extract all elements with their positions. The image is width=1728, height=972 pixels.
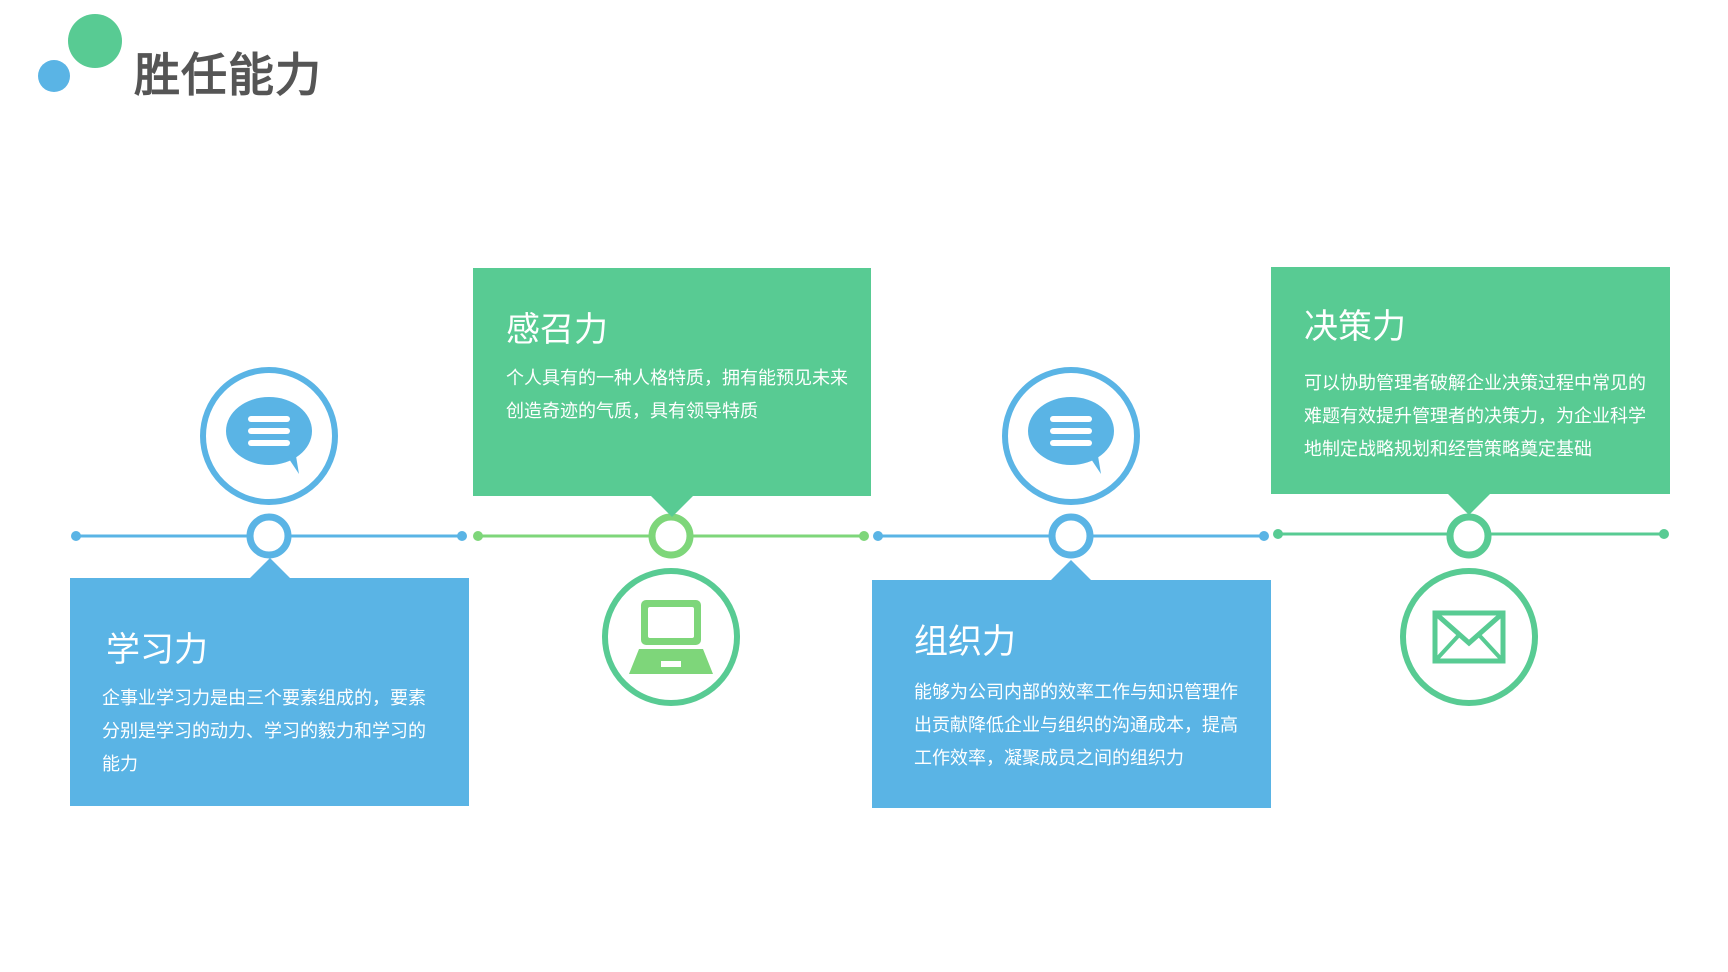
timeline-segment-1 [71, 513, 467, 559]
card-title: 组织力 [914, 622, 1016, 662]
card-pointer [1447, 493, 1491, 515]
timeline-segment-2 [473, 513, 869, 559]
logo-dot-blue [38, 60, 70, 92]
card-learning: 学习力 企事业学习力是由三个要素组成的，要素分别是学习的动力、学习的毅力和学习的… [70, 578, 469, 806]
laptop-icon [602, 568, 740, 706]
card-title: 决策力 [1304, 307, 1406, 347]
card-charisma: 感召力 个人具有的一种人格特质，拥有能预见未来创造奇迹的气质，具有领导特质 [473, 268, 871, 496]
chat-bubble-icon [200, 367, 338, 505]
card-description: 个人具有的一种人格特质，拥有能预见未来创造奇迹的气质，具有领导特质 [506, 368, 848, 422]
timeline-node-1 [246, 513, 292, 559]
timeline-node-4 [1446, 513, 1492, 559]
card-description: 能够为公司内部的效率工作与知识管理作出贡献降低企业与组织的沟通成本，提高工作效率… [914, 682, 1238, 769]
card-pointer [248, 558, 292, 580]
card-decision: 决策力 可以协助管理者破解企业决策过程中常见的难题有效提升管理者的决策力，为企业… [1271, 267, 1670, 494]
card-description: 企事业学习力是由三个要素组成的，要素分别是学习的动力、学习的毅力和学习的能力 [102, 688, 426, 775]
card-title: 感召力 [506, 310, 608, 350]
card-pointer [650, 495, 694, 517]
card-title: 学习力 [106, 630, 208, 670]
card-pointer [1049, 560, 1093, 582]
card-organization: 组织力 能够为公司内部的效率工作与知识管理作出贡献降低企业与组织的沟通成本，提高… [872, 580, 1271, 808]
timeline-node-3 [1048, 513, 1094, 559]
logo-dot-green [68, 14, 122, 68]
timeline-segment-4 [1273, 513, 1669, 559]
chat-bubble-icon [1002, 367, 1140, 505]
envelope-icon [1400, 568, 1538, 706]
timeline-segment-3 [873, 513, 1269, 559]
page-title: 胜任能力 [134, 48, 322, 102]
timeline-node-2 [648, 513, 694, 559]
card-description: 可以协助管理者破解企业决策过程中常见的难题有效提升管理者的决策力，为企业科学地制… [1304, 373, 1646, 460]
